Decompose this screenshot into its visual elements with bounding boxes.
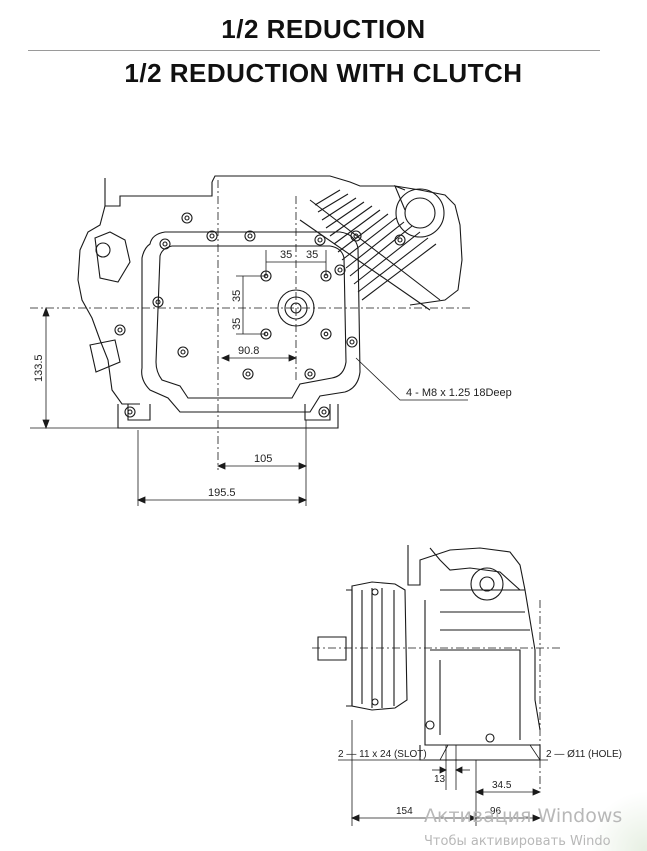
bottom-dimension-labels: 2 — 11 x 24 (SLOT) 2 — Ø11 (HOLE) 13 34.…	[338, 749, 622, 817]
bolt-note: 4 - M8 x 1.25 18Deep	[406, 387, 512, 399]
hole-note: 2 — Ø11 (HOLE)	[546, 749, 622, 760]
dim-105: 105	[254, 453, 272, 465]
corner-tint	[587, 791, 647, 851]
dim-13: 13	[434, 774, 446, 785]
dim-35-vertical-lower: 35	[231, 318, 243, 330]
dim-35-horizontal-right: 35	[306, 249, 318, 261]
dim-96: 96	[490, 806, 502, 817]
title-divider	[28, 50, 600, 51]
dim-90-8: 90.8	[238, 345, 259, 357]
top-dimension-lines	[30, 180, 470, 506]
case-bolts	[114, 212, 406, 418]
dim-34-5: 34.5	[492, 780, 512, 791]
bottom-engine-outline	[312, 545, 560, 761]
bottom-dimension-lines	[338, 600, 548, 826]
top-engine-outline	[77, 175, 463, 429]
top-dimension-labels: 35 35 35 35 90.8 133.5 105 195.5 4 - M8 …	[33, 249, 512, 499]
dim-133-5: 133.5	[33, 354, 45, 382]
dim-35-horizontal-left: 35	[280, 249, 292, 261]
title-reduction-with-clutch: 1/2 REDUCTION WITH CLUTCH	[124, 58, 523, 88]
dim-35-vertical-upper: 35	[231, 290, 243, 302]
slot-note: 2 — 11 x 24 (SLOT)	[338, 749, 427, 760]
windows-activation-watermark-subtitle: Чтобы активировать Windo	[424, 834, 611, 849]
windows-activation-watermark-title: Активация Windows	[424, 805, 623, 827]
title-reduction: 1/2 REDUCTION	[221, 14, 426, 44]
cylinder-fins	[299, 189, 441, 311]
dim-195-5: 195.5	[208, 487, 236, 499]
dim-154: 154	[396, 806, 413, 817]
